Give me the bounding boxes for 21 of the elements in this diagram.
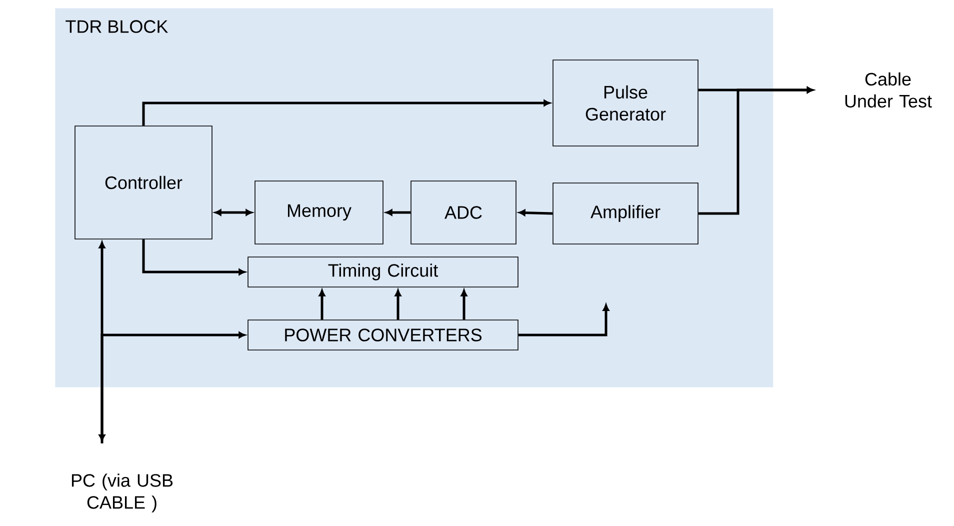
arrow xyxy=(214,209,252,216)
arrow xyxy=(142,239,246,276)
terminal-label: PC (via USB CABLE ) xyxy=(72,474,173,512)
arrow xyxy=(518,210,553,216)
block-box: Timing Circuit xyxy=(248,256,518,288)
arrow xyxy=(698,86,814,215)
arrow xyxy=(394,290,402,320)
arrow xyxy=(100,332,246,444)
block-box: Pulse Generator xyxy=(552,60,698,146)
block-box: Memory xyxy=(254,180,384,244)
arrow xyxy=(518,304,610,336)
block-box: POWER CONVERTERS xyxy=(248,320,518,350)
arrow xyxy=(386,209,411,216)
arrow xyxy=(98,242,106,442)
terminal-label: Cable Under Test xyxy=(845,72,932,108)
block-box: Controller xyxy=(74,126,212,240)
arrow xyxy=(318,290,326,320)
block-box: ADC xyxy=(410,180,516,244)
arrow xyxy=(142,100,550,126)
block-box: Amplifier xyxy=(552,182,698,244)
arrow xyxy=(460,290,468,320)
